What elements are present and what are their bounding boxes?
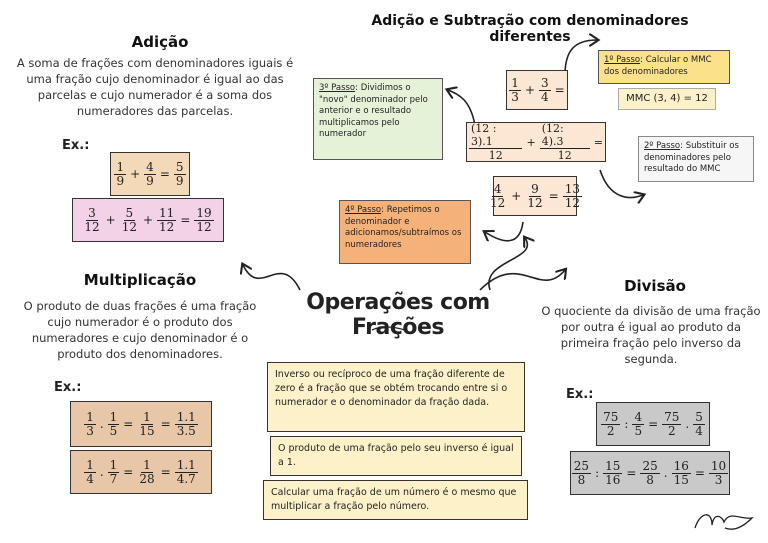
adicao-text: A soma de frações com denominadores igua… <box>16 56 294 118</box>
divisao-title: Divisão <box>624 277 686 295</box>
arrow-to-passo3 <box>448 90 476 126</box>
arrow-to-multiplicacao <box>243 265 301 291</box>
note-fracao-numero: Calcular uma fração de um número é o mes… <box>263 480 528 520</box>
multiplicacao-ex-label: Ex.: <box>54 380 82 395</box>
divisao-ex-label: Ex.: <box>566 387 594 402</box>
passo2-label: 2º Passo <box>644 141 681 151</box>
adicao-title: Adição <box>131 33 189 51</box>
divisao-text: O quociente da divisão de uma fração por… <box>541 304 761 366</box>
passo1-text: : Calcular o MMC dos denominadores <box>604 55 712 77</box>
passo1-box: 1º Passo: Calcular o MMC dos denominador… <box>598 50 730 84</box>
arrow-to-passo2 <box>599 169 643 197</box>
diferentes-title: Adição e Subtração com denominadores dif… <box>371 13 689 45</box>
passo4-text: : Repetimos o denominador e adicionamos/… <box>345 205 462 250</box>
multiplicacao-title: Multiplicação <box>83 271 197 289</box>
central-title: Operações com Frações <box>306 290 490 340</box>
signature <box>694 514 754 530</box>
note-inverso: Inverso ou recíproco de uma fração difer… <box>267 362 525 432</box>
multiplicacao-text: O produto de duas frações é uma fração c… <box>23 299 257 361</box>
passo2-text: : Substituir os denominadores pelo resul… <box>644 141 739 174</box>
arrow-to-passo4 <box>485 221 524 241</box>
passo4-label: 4º Passo <box>345 205 382 215</box>
central-underline <box>371 326 406 331</box>
passo3-text: : Dividimos o "novo" denominador pelo an… <box>319 83 428 139</box>
arrow-to-passo1 <box>564 40 597 76</box>
arrow-to-divisao <box>479 270 565 291</box>
passo2-box: 2º Passo: Substituir os denominadores pe… <box>638 136 754 182</box>
passo3-label: 3º Passo <box>319 83 356 93</box>
adicao-ex-label: Ex.: <box>62 138 90 153</box>
passo1-label: 1º Passo <box>604 55 641 65</box>
arrow-to-diferentes <box>488 238 528 291</box>
mmc-result: MMC (3, 4) = 12 <box>618 88 716 110</box>
passo3-box: 3º Passo: Dividimos o "novo" denominador… <box>313 78 443 160</box>
note-produto-inverso: O produto de uma fração pelo seu inverso… <box>270 436 522 476</box>
passo4-box: 4º Passo: Repetimos o denominador e adic… <box>339 200 471 264</box>
